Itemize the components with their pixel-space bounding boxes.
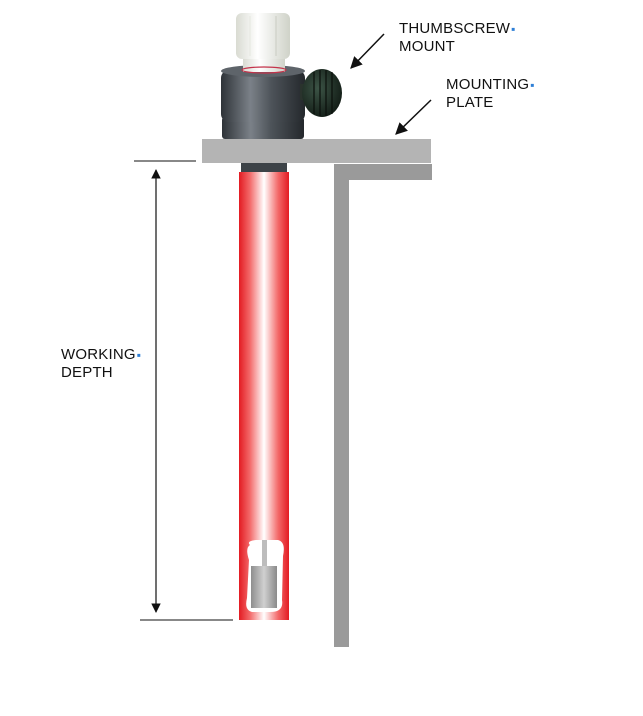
mounting-plate-label: MOUNTING▪ PLATE <box>446 76 535 111</box>
bullet-marker: ▪ <box>136 348 142 362</box>
thread-collar <box>241 163 287 172</box>
working-depth-dimension <box>134 160 233 621</box>
float <box>251 566 277 608</box>
sensor-tube <box>239 172 289 620</box>
float-stem <box>262 540 267 568</box>
bullet-marker: ▪ <box>530 78 535 92</box>
working-depth-label: WORKING▪ DEPTH <box>61 346 142 381</box>
mounting-bracket <box>334 164 432 647</box>
thumbscrew-mount <box>221 13 342 139</box>
mounting-plate <box>202 139 431 163</box>
thumbscrew-mount-label: THUMBSCREW▪ MOUNT <box>399 20 516 55</box>
thumbscrew-arrow <box>350 33 385 69</box>
plate-arrow <box>395 99 432 135</box>
bullet-marker: ▪ <box>511 22 516 36</box>
thumbscrew-knob <box>302 69 342 117</box>
